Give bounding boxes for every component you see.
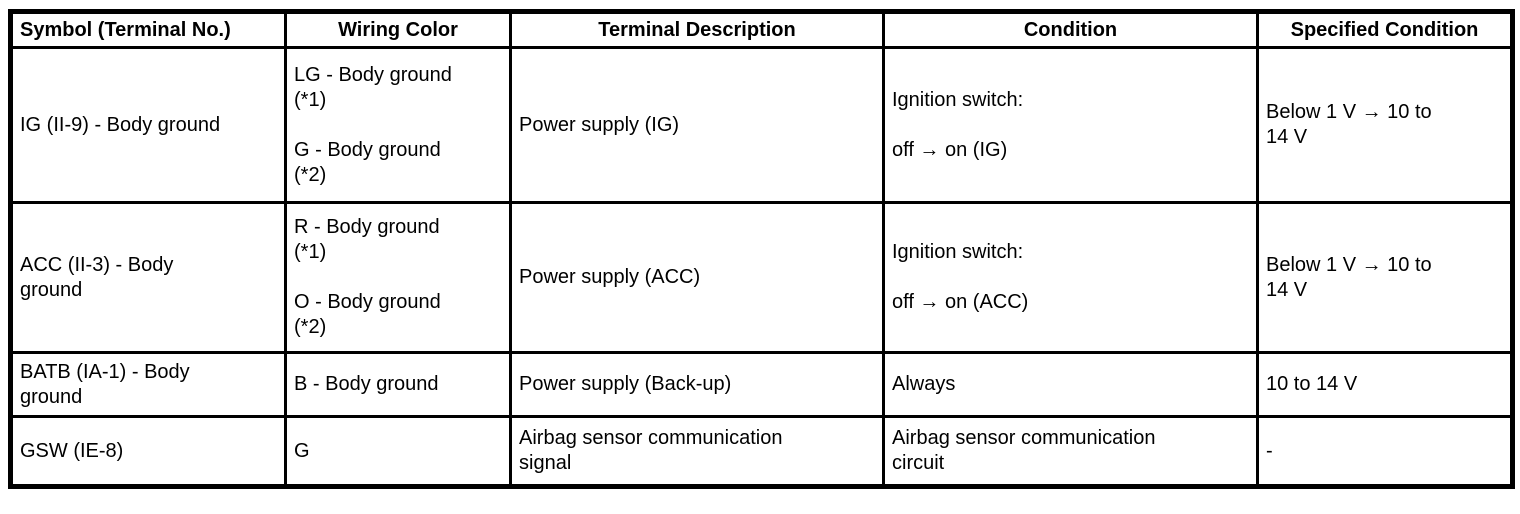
column-header-wiring-color: Wiring Color [284,10,512,49]
cell-text: Always [892,373,956,395]
terminal-wiring-table: Symbol (Terminal No.) Wiring Color Termi… [8,9,1515,489]
cell-text: - [1266,439,1273,462]
cell-symbol: GSW (IE-8) [9,415,287,488]
column-header-terminal-description: Terminal Description [509,10,885,49]
cell-text: BATB (IA-1) - Body ground [20,360,190,408]
cell-terminal-description: Airbag sensor communication signal [509,415,885,488]
cell-wiring-color: G [284,415,512,488]
cell-specified-condition: - [1256,415,1514,488]
cell-text: Ignition switch: off → on (IG) [892,88,1024,161]
cell-wiring-color: R - Body ground (*1) O - Body ground (*2… [284,201,512,354]
cell-condition: Airbag sensor communication circuit [882,415,1259,488]
cell-text: 10 to 14 V [1266,373,1358,395]
cell-text: Power supply (IG) [519,113,680,136]
cell-symbol: IG (II-9) - Body ground [9,46,287,204]
cell-text: Power supply (ACC) [519,266,701,288]
cell-terminal-description: Power supply (IG) [509,46,885,204]
cell-text: G [294,439,310,462]
cell-symbol: ACC (II-3) - Body ground [9,201,287,354]
cell-specified-condition: 10 to 14 V [1256,351,1514,418]
cell-terminal-description: Power supply (ACC) [509,201,885,354]
cell-text: Below 1 V → 10 to 14 V [1266,253,1432,301]
column-header-symbol: Symbol (Terminal No.) [9,10,287,49]
cell-text: LG - Body ground (*1) G - Body ground (*… [294,63,452,186]
cell-condition: Ignition switch: off → on (ACC) [882,201,1259,354]
cell-text: Airbag sensor communication signal [519,427,783,474]
cell-wiring-color: B - Body ground [284,351,512,418]
cell-wiring-color: LG - Body ground (*1) G - Body ground (*… [284,46,512,204]
cell-text: GSW (IE-8) [20,439,124,462]
cell-terminal-description: Power supply (Back-up) [509,351,885,418]
table-row: GSW (IE-8) G Airbag sensor communication… [9,415,1514,488]
cell-specified-condition: Below 1 V → 10 to 14 V [1256,46,1514,204]
column-header-condition: Condition [882,10,1259,49]
cell-condition: Ignition switch: off → on (IG) [882,46,1259,204]
cell-text: Below 1 V → 10 to 14 V [1266,101,1432,148]
table-row: IG (II-9) - Body ground LG - Body ground… [9,46,1514,204]
header-row: Symbol (Terminal No.) Wiring Color Termi… [9,10,1514,49]
cell-text: Ignition switch: off → on (ACC) [892,241,1029,313]
cell-text: ACC (II-3) - Body ground [20,253,174,301]
cell-text: IG (II-9) - Body ground [20,113,221,136]
cell-symbol: BATB (IA-1) - Body ground [9,351,287,418]
column-header-specified-condition: Specified Condition [1256,10,1514,49]
cell-text: Airbag sensor communication circuit [892,427,1156,474]
cell-text: R - Body ground (*1) O - Body ground (*2… [294,216,441,338]
table-row: ACC (II-3) - Body ground R - Body ground… [9,201,1514,354]
cell-specified-condition: Below 1 V → 10 to 14 V [1256,201,1514,354]
cell-condition: Always [882,351,1259,418]
cell-text: B - Body ground [294,373,439,395]
cell-text: Power supply (Back-up) [519,373,732,395]
table-row: BATB (IA-1) - Body ground B - Body groun… [9,351,1514,418]
